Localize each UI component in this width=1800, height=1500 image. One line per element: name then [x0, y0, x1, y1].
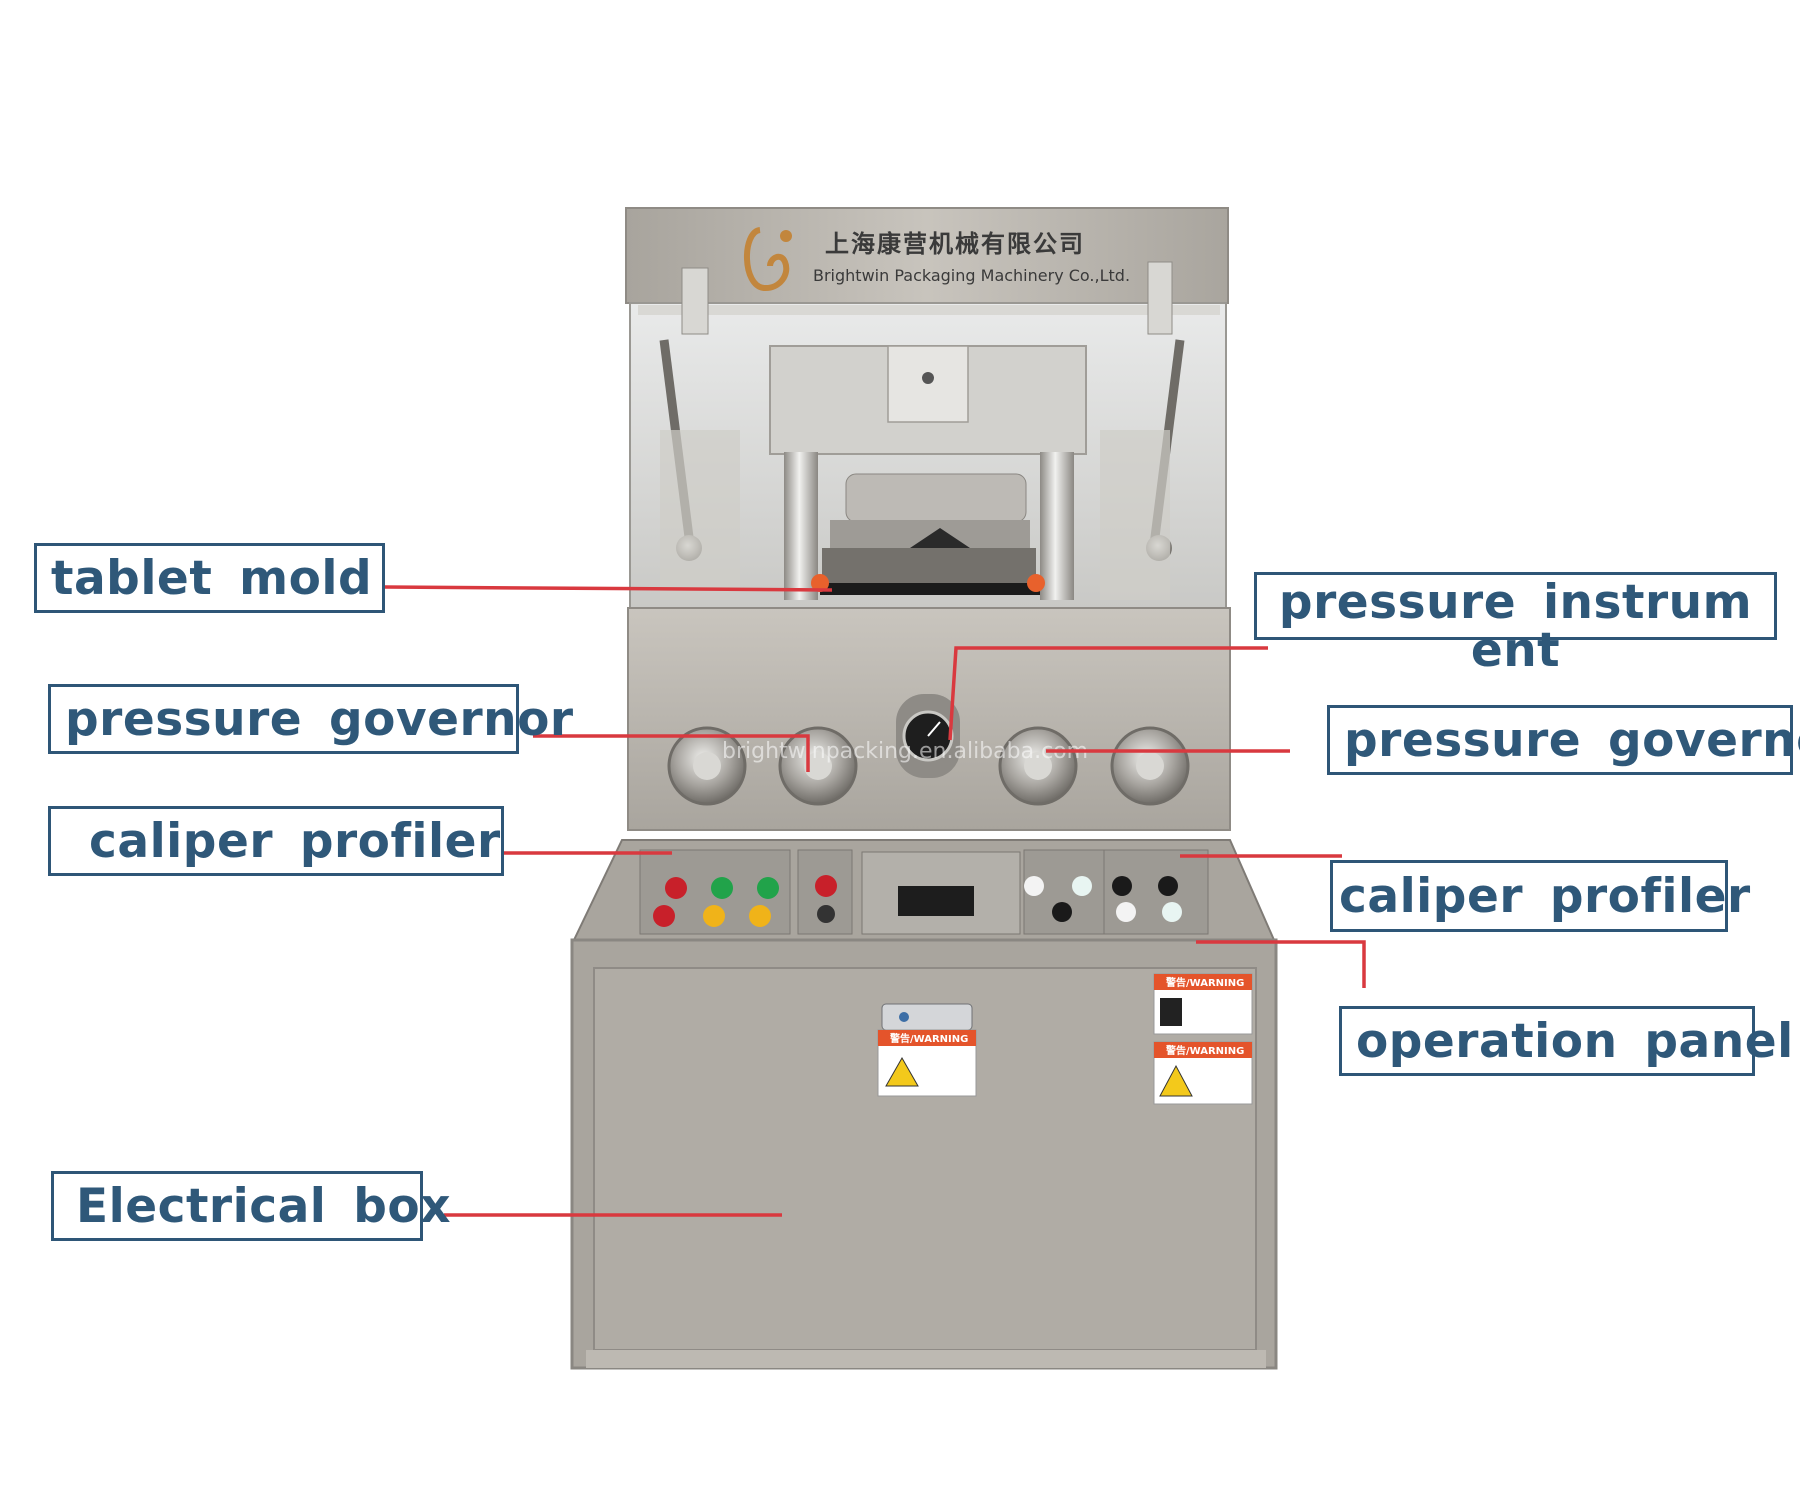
pressure-gauge: [896, 694, 960, 778]
label-text: caliper profiler: [1339, 868, 1751, 924]
label-text: Electrical box: [76, 1178, 452, 1234]
warning-sticker-right-top: 警告/WARNING: [1153, 973, 1253, 1035]
watermark: brightwinpacking.en.alibaba.com: [722, 739, 1088, 764]
leader-operation-panel: [1196, 940, 1366, 988]
label-operation-panel: operation panel: [1339, 1006, 1793, 1076]
label-text: tablet mold: [51, 550, 373, 606]
label-pressure-instrument: pressure instrument: [1254, 572, 1777, 675]
label-pressure-governor-right: pressure governor: [1327, 705, 1800, 775]
warning-text: 警告/WARNING: [889, 1032, 968, 1045]
brand-name-cn: 上海康营机械有限公司: [825, 230, 1085, 258]
label-text: caliper profiler: [89, 813, 501, 869]
label-electrical-box: Electrical box: [51, 1171, 451, 1241]
right-pillar: [1040, 452, 1074, 600]
die-table: [822, 548, 1036, 584]
operation-buttons: [653, 875, 1182, 927]
leader-pressure-instrument: [948, 646, 1268, 741]
warning-sticker-center: 警告/WARNING: [877, 1029, 977, 1097]
turret: [845, 473, 1027, 523]
label-caliper-profiler-left: caliper profiler: [48, 806, 504, 876]
brand-logo: [744, 227, 792, 291]
label-tablet-mold: tablet mold: [34, 543, 385, 613]
label-pressure-governor-left: pressure governor: [48, 684, 573, 754]
left-pillar: [784, 452, 818, 600]
leader-lines: [384, 585, 1366, 1217]
leader-tablet-mold: [384, 585, 833, 592]
warning-text: 警告/WARNING: [1165, 976, 1244, 989]
tablet-mold-bar: [820, 583, 1040, 595]
label-text: pressure governor: [1344, 712, 1800, 768]
warning-sticker-right-bottom: 警告/WARNING: [1153, 1041, 1253, 1105]
label-text: pressure instrument: [1278, 575, 1753, 678]
label-caliper-profiler-right: caliper profiler: [1330, 860, 1750, 932]
digital-display: [898, 886, 974, 916]
label-text: pressure governor: [65, 691, 574, 747]
brand-name-en: Brightwin Packaging Machinery Co.,Ltd.: [813, 266, 1130, 285]
warning-text: 警告/WARNING: [1165, 1044, 1244, 1057]
pressure-knobs: [667, 726, 1190, 806]
header-plate: [625, 207, 1229, 304]
box-handle: [881, 1003, 973, 1031]
label-text: operation panel: [1356, 1013, 1794, 1069]
leader-pressure-governor-left: [533, 734, 810, 772]
